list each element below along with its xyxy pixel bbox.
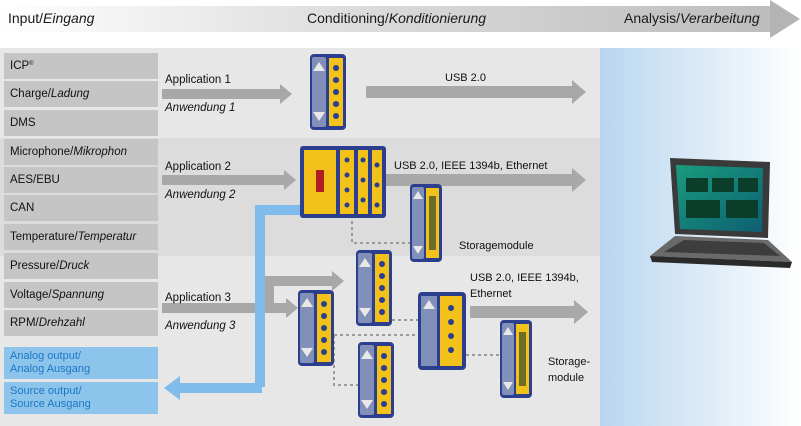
header-conditioning: Conditioning/Konditionierung [307,10,487,26]
input-item: Microphone/Mikrophon [4,139,158,165]
application-2-label: Application 2 [165,161,231,173]
storagemodule-label: Storagemodule [459,240,534,252]
input-item: RPM/Drehzahl [4,310,158,336]
application-3-label-de: Anwendung 3 [165,320,236,332]
header-input: Input/Eingang [8,10,95,26]
application-2-label-de: Anwendung 2 [165,189,236,201]
input-item: CAN [4,195,158,221]
laptop-icon [650,158,792,268]
source-output-item: Source output/Source Ausgang [4,382,158,414]
input-item: ICP® [4,53,158,79]
storage-module-label-1: Storage- [548,356,591,368]
input-item: Voltage/Spannung [4,282,158,308]
header-analysis: Analysis/Verarbeitung [624,10,760,26]
input-item: Temperature/Temperatur [4,224,158,250]
application-1-label: Application 1 [165,74,231,86]
input-item: DMS [4,110,158,136]
application-3-link-label-2: Ethernet [470,288,512,300]
input-item: Pressure/Druck [4,253,158,279]
input-item: AES/EBU [4,167,158,193]
storage-module-label-2: module [548,372,585,384]
application-1-label-de: Anwendung 1 [165,102,236,114]
input-item: Charge/Ladung [4,81,158,107]
application-3-link-label-1: USB 2.0, IEEE 1394b, [470,272,579,284]
application-2-link-label: USB 2.0, IEEE 1394b, Ethernet [394,160,548,172]
application-3-label: Application 3 [165,292,231,304]
application-1-link-label: USB 2.0 [445,72,486,84]
analog-output-item: Analog output/Analog Ausgang [4,347,158,379]
